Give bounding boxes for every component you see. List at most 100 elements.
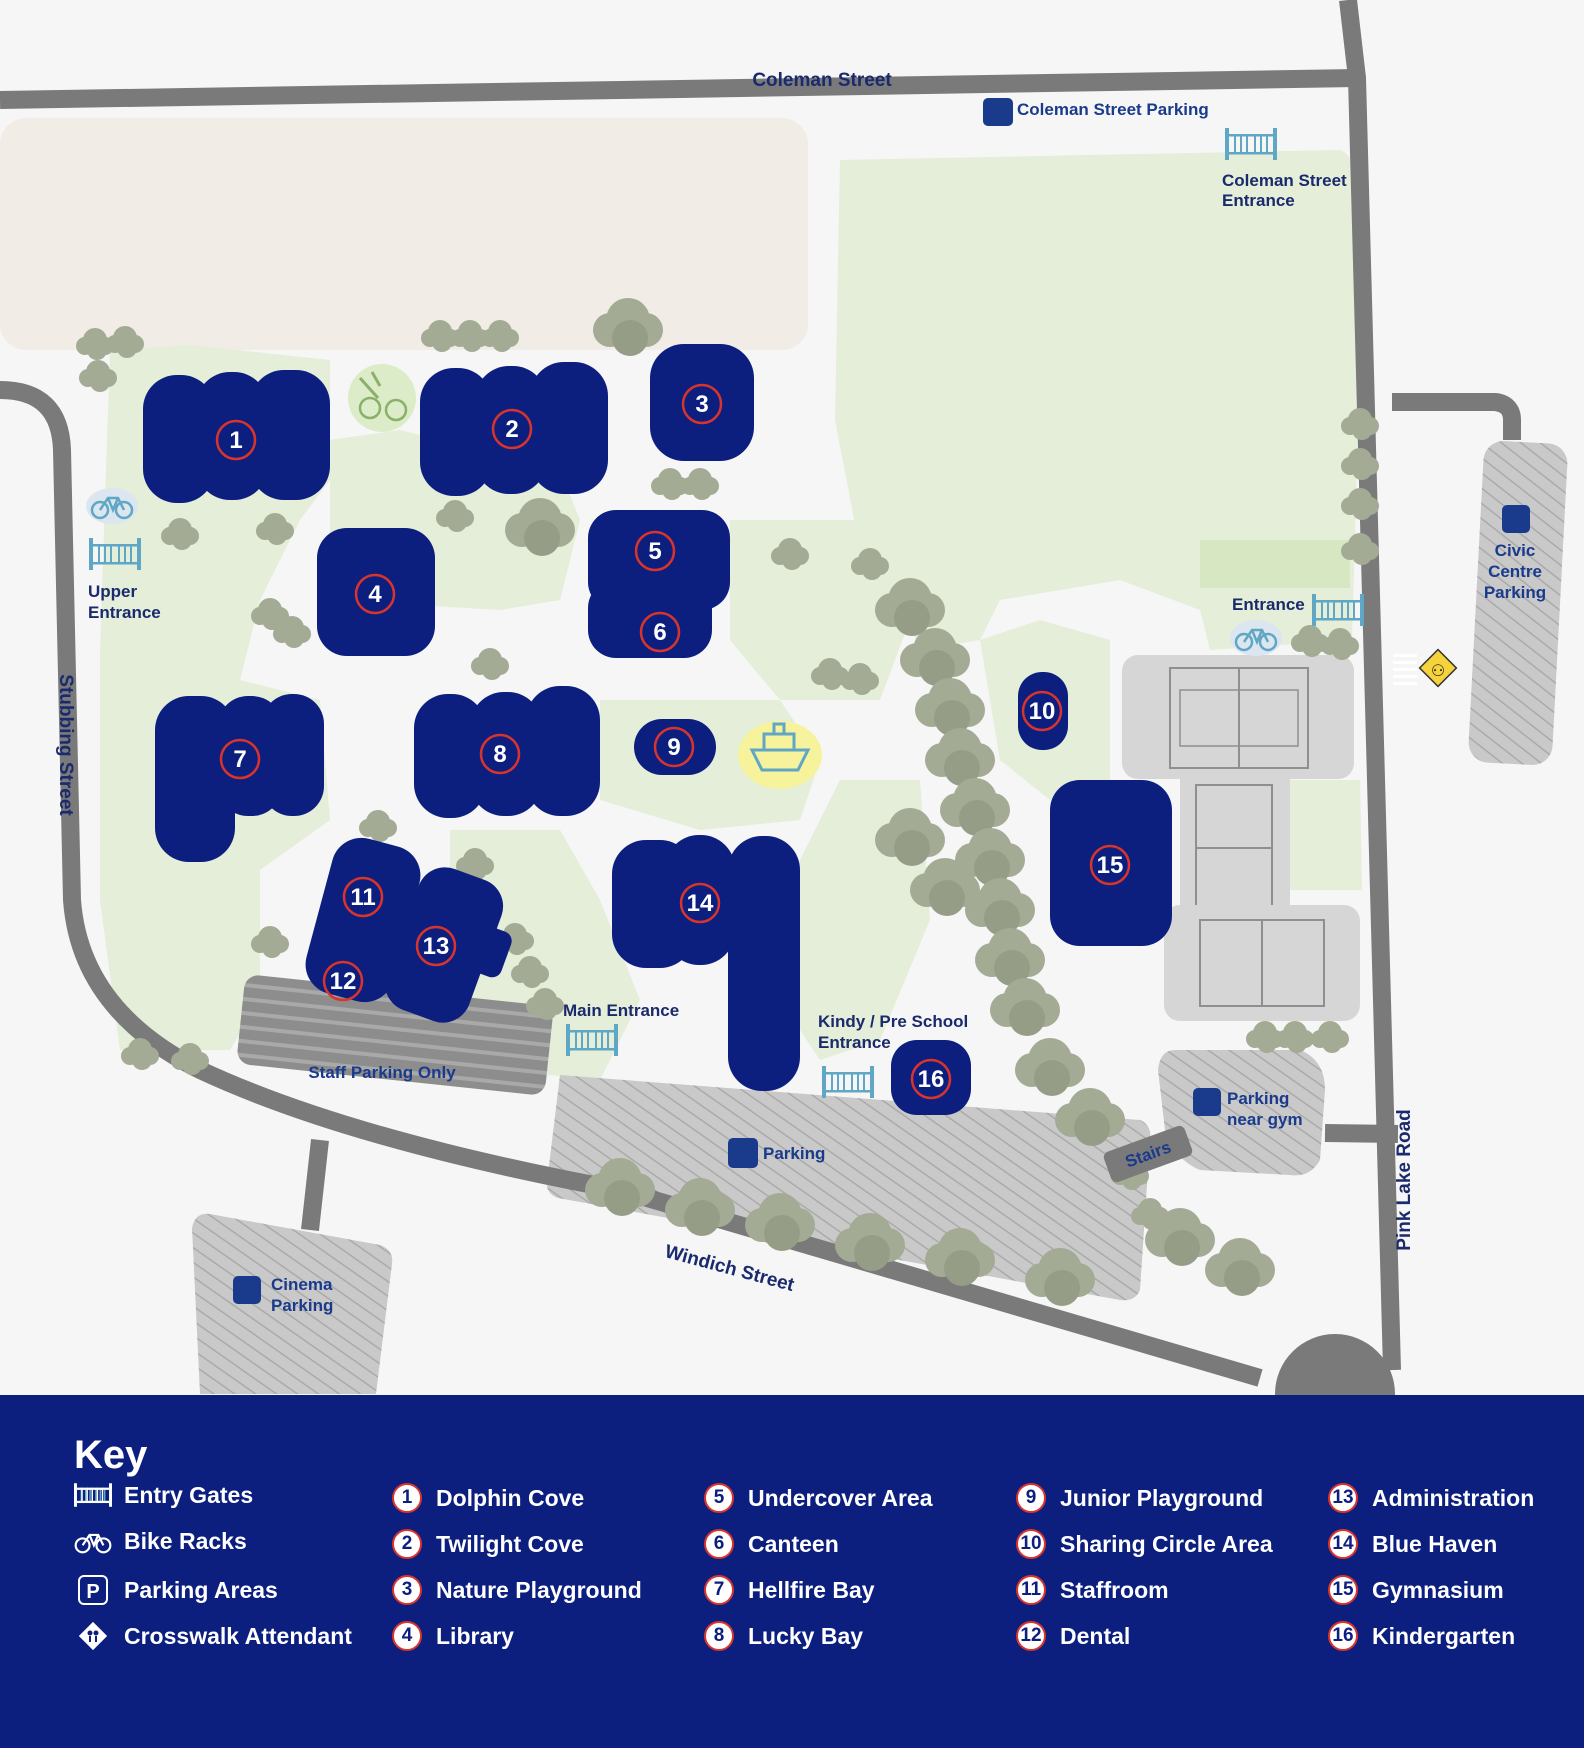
building-marker-1[interactable]: 1 — [215, 419, 257, 461]
key-label: Crosswalk Attendant — [124, 1622, 352, 1649]
key-place-16: 16 Kindergarten — [1328, 1621, 1515, 1651]
building-marker-5[interactable]: 5 — [634, 530, 676, 572]
key-crosswalk-attendant: Crosswalk Attendant — [72, 1621, 352, 1651]
key-label: Library — [436, 1622, 514, 1649]
building-1 — [143, 370, 330, 503]
key-number-badge: 8 — [704, 1621, 734, 1651]
key-number-badge: 10 — [1016, 1529, 1046, 1559]
building-marker-13[interactable]: 13 — [415, 925, 457, 967]
key-title: Key — [74, 1433, 148, 1477]
building-marker-15[interactable]: 15 — [1089, 844, 1131, 886]
key-bike-rack: Bike Racks — [72, 1526, 247, 1556]
key-number-badge: 16 — [1328, 1621, 1358, 1651]
marker-number: 14 — [687, 890, 714, 917]
key-label: Lucky Bay — [748, 1622, 864, 1649]
marker-number: 10 — [1029, 698, 1056, 725]
building-marker-10[interactable]: 10 — [1021, 690, 1063, 732]
cinema-parking[interactable]: P Cinema Parking — [233, 1275, 333, 1315]
main-entrance[interactable]: Main Entrance — [563, 1001, 679, 1056]
marker-number: 4 — [368, 581, 382, 608]
building-16 — [891, 1040, 971, 1115]
svg-text:P: P — [86, 1581, 99, 1603]
building-marker-4[interactable]: 4 — [354, 573, 396, 615]
marker-ring — [681, 383, 723, 425]
key-label: Undercover Area — [748, 1484, 933, 1511]
key-label: Sharing Circle Area — [1060, 1530, 1273, 1557]
marker-ring — [634, 530, 676, 572]
key-label: Blue Haven — [1372, 1530, 1498, 1557]
upper-entrance-line-2: Entrance — [88, 603, 161, 622]
upper-entrance[interactable]: Upper Entrance — [84, 486, 161, 622]
marker-number: 9 — [667, 734, 680, 761]
key-label: Kindergarten — [1372, 1622, 1516, 1649]
building-marker-9[interactable]: 9 — [653, 726, 695, 768]
building-marker-3[interactable]: 3 — [681, 383, 723, 425]
key-label: Bike Racks — [124, 1527, 247, 1554]
key-label: Hellfire Bay — [748, 1576, 875, 1603]
coleman-street-parking-label: Coleman Street Parking — [1017, 100, 1209, 119]
kindy-entrance-line-1: Kindy / Pre School — [818, 1012, 968, 1031]
key-number-badge: 3 — [392, 1575, 422, 1605]
kindy-entrance[interactable]: Kindy / Pre School Entrance — [818, 1012, 968, 1098]
key-label: Dolphin Cove — [436, 1484, 585, 1511]
building-marker-12[interactable]: 12 — [322, 960, 364, 1002]
key-number-badge: 6 — [704, 1529, 734, 1559]
key-place-14: 14 Blue Haven — [1328, 1529, 1497, 1559]
marker-number: 11 — [350, 884, 375, 911]
marker-ring — [1089, 844, 1131, 886]
marker-ring — [322, 960, 364, 1002]
key-number-badge: 4 — [392, 1621, 422, 1651]
marker-number: 6 — [653, 619, 666, 646]
parking-letter: P — [992, 104, 1003, 123]
key-place-8: 8 Lucky Bay — [704, 1621, 863, 1651]
coleman-entrance-line-2: Entrance — [1222, 191, 1295, 210]
coleman-street-parking[interactable]: P Coleman Street Parking — [983, 98, 1209, 126]
marker-ring — [215, 419, 257, 461]
parking-letter: P — [1510, 511, 1521, 530]
gym-parking[interactable]: P Parking near gym — [1193, 1088, 1303, 1129]
marker-ring — [354, 573, 396, 615]
building-marker-11[interactable]: 11 — [342, 876, 384, 918]
marker-ring — [491, 408, 533, 450]
building-marker-16[interactable]: 16 — [910, 1058, 952, 1100]
marker-ring — [479, 733, 521, 775]
building-14 — [612, 835, 800, 1091]
svg-text:⚇: ⚇ — [1431, 663, 1445, 680]
building-marker-2[interactable]: 2 — [491, 408, 533, 450]
marker-number: 2 — [505, 416, 518, 443]
main-parking[interactable]: P Parking — [728, 1138, 825, 1168]
east-entrance[interactable]: Entrance — [1228, 594, 1364, 658]
key-number-badge: 2 — [392, 1529, 422, 1559]
pink-lake-road-label: Pink Lake Road — [1394, 1109, 1415, 1251]
building-8 — [414, 686, 600, 818]
marker-number: 7 — [233, 746, 246, 773]
parking-letter: P — [1201, 1094, 1212, 1113]
building-marker-6[interactable]: 6 — [639, 611, 681, 653]
civic-centre-parking[interactable]: P Civic Centre Parking — [1484, 505, 1546, 602]
boat-play-icon — [749, 722, 811, 772]
key-number-badge: 9 — [1016, 1483, 1046, 1513]
building-2 — [420, 362, 608, 496]
building-marker-7[interactable]: 7 — [219, 738, 261, 780]
marker-number: 16 — [918, 1066, 945, 1093]
civic-line-2: Centre — [1488, 562, 1542, 581]
staff-parking-label[interactable]: Staff Parking Only — [308, 1063, 456, 1082]
sports-courts — [1122, 655, 1360, 1021]
coleman-street-entrance[interactable]: Coleman Street Entrance — [1222, 128, 1347, 210]
building-marker-8[interactable]: 8 — [479, 733, 521, 775]
coleman-entrance-line-1: Coleman Street — [1222, 171, 1347, 190]
crosswalk — [1393, 654, 1417, 685]
building-10 — [1018, 672, 1068, 750]
key-number-badge: 14 — [1328, 1529, 1358, 1559]
marker-ring — [910, 1058, 952, 1100]
key-place-10: 10 Sharing Circle Area — [1016, 1529, 1273, 1559]
building-marker-14[interactable]: 14 — [679, 882, 721, 924]
key-label: Entry Gates — [124, 1481, 254, 1508]
